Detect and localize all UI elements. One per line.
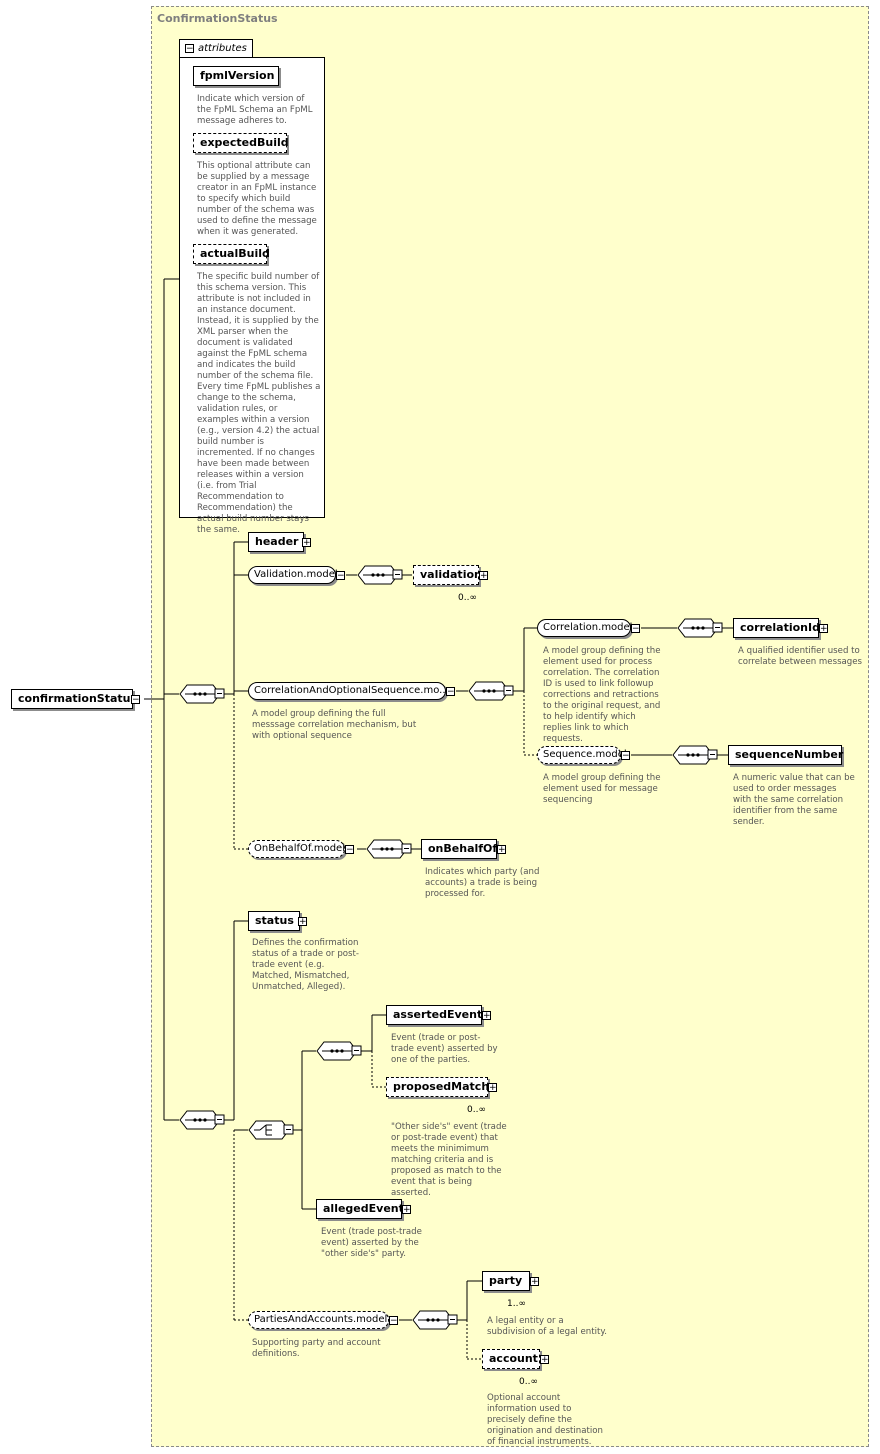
expand-icon[interactable]: + [482, 1011, 491, 1021]
cardinality: 0..∞ [519, 1377, 538, 1387]
sequence-compositor-icon[interactable] [677, 618, 723, 640]
expand-icon[interactable]: + [479, 571, 488, 581]
element-validation[interactable]: validation [413, 565, 482, 585]
expand-icon[interactable]: + [540, 1355, 549, 1365]
attribute-description: This optional attribute can be supplied … [197, 161, 317, 237]
cardinality: 0..∞ [467, 1105, 486, 1115]
sequence-compositor-icon[interactable] [672, 745, 718, 767]
choice-compositor-icon[interactable] [248, 1120, 294, 1142]
sequence-compositor-icon[interactable] [357, 565, 403, 587]
sequence-compositor-icon[interactable] [179, 1110, 225, 1132]
group-label: OnBehalfOf.model [254, 843, 345, 854]
attribute-fpmlversion[interactable]: fpmlVersion [193, 66, 279, 86]
attribute-description: The specific build number of this schema… [197, 272, 321, 535]
frame-title: ConfirmationStatus [157, 12, 278, 25]
group-parties-and-accounts-model[interactable]: PartiesAndAccounts.model [248, 1311, 389, 1329]
group-sequence-model[interactable]: Sequence.model [537, 746, 627, 764]
expand-icon[interactable]: + [530, 1277, 539, 1287]
collapse-icon[interactable]: − [345, 845, 354, 855]
collapse-icon[interactable]: − [621, 751, 630, 761]
element-description: "Other side's" event (trade or post-trad… [391, 1122, 507, 1198]
root-element-confirmationstatus[interactable]: confirmationStatus [11, 689, 137, 709]
attribute-expectedbuild[interactable]: expectedBuild [193, 133, 289, 153]
attribute-name: expectedBuild [200, 136, 289, 149]
sequence-compositor-icon[interactable] [316, 1041, 362, 1063]
collapse-icon[interactable]: − [389, 1316, 398, 1326]
attributes-tab-label: attributes [198, 43, 247, 54]
element-label: correlationId [740, 621, 820, 634]
element-description: Defines the confirmation status of a tra… [252, 938, 359, 992]
attribute-name: actualBuild [200, 247, 270, 260]
group-label: CorrelationAndOptionalSequence.mo... [254, 685, 449, 696]
group-onbehalfof-model[interactable]: OnBehalfOf.model [248, 840, 345, 858]
expand-icon[interactable]: + [497, 845, 506, 855]
group-label: Validation.model [254, 569, 338, 580]
element-label: sequenceNumber [735, 748, 844, 761]
group-label: PartiesAndAccounts.model [254, 1314, 388, 1325]
sequence-compositor-icon[interactable] [412, 1310, 458, 1332]
expand-icon[interactable]: + [302, 538, 311, 548]
group-label: Correlation.model [543, 622, 633, 633]
collapse-icon[interactable]: − [446, 687, 455, 697]
root-element-label: confirmationStatus [18, 692, 138, 705]
element-allegedevent[interactable]: allegedEvent [316, 1199, 404, 1219]
group-validation-model[interactable]: Validation.model [248, 566, 338, 584]
element-account[interactable]: account [482, 1349, 540, 1369]
element-onbehalfof[interactable]: onBehalfOf [421, 839, 497, 859]
element-label: account [489, 1352, 538, 1365]
element-correlationid[interactable]: correlationId [733, 618, 820, 638]
group-description: A model group defining the element used … [543, 773, 661, 805]
cardinality: 0..∞ [458, 593, 477, 603]
element-description: Event (trade or post-trade event) assert… [391, 1033, 498, 1065]
group-description: A model group defining the full messsage… [252, 709, 417, 741]
group-correlation-model[interactable]: Correlation.model [537, 619, 633, 637]
expand-icon[interactable]: + [298, 917, 307, 927]
group-label: Sequence.model [543, 749, 627, 760]
element-sequencenumber[interactable]: sequenceNumber [728, 745, 844, 765]
group-description: Supporting party and account definitions… [252, 1338, 381, 1359]
element-description: A qualified identifier used to correlate… [738, 646, 863, 667]
expand-icon[interactable]: + [488, 1083, 497, 1093]
element-label: status [255, 914, 294, 927]
element-label: validation [420, 568, 482, 581]
element-label: assertedEvent [393, 1008, 483, 1021]
element-party[interactable]: party [482, 1271, 530, 1291]
attribute-description: Indicate which version of the FpML Schem… [197, 94, 313, 126]
element-description: Event (trade post-trade event) asserted … [321, 1227, 422, 1259]
expand-icon[interactable]: + [819, 624, 828, 634]
sequence-compositor-icon[interactable] [366, 839, 412, 861]
expand-icon[interactable]: + [402, 1205, 411, 1215]
sequence-compositor-icon[interactable] [468, 681, 514, 703]
sequence-compositor-icon[interactable] [179, 684, 225, 706]
attributes-tab[interactable]: attributes [179, 39, 253, 58]
element-proposedmatch[interactable]: proposedMatch [386, 1077, 490, 1097]
element-label: header [255, 535, 299, 548]
collapse-icon[interactable]: − [185, 44, 194, 54]
element-status[interactable]: status [248, 911, 300, 931]
cardinality: 1..∞ [507, 1299, 526, 1309]
element-header[interactable]: header [248, 532, 304, 552]
element-description: Optional account information used to pre… [487, 1393, 603, 1447]
element-label: onBehalfOf [428, 842, 498, 855]
collapse-icon[interactable]: − [131, 695, 140, 705]
element-label: proposedMatch [393, 1080, 490, 1093]
attribute-name: fpmlVersion [200, 69, 275, 82]
element-description: A legal entity or a subdivision of a leg… [487, 1316, 607, 1337]
group-correlation-and-optional-sequence[interactable]: CorrelationAndOptionalSequence.mo... [248, 682, 449, 700]
group-description: A model group defining the element used … [543, 646, 661, 744]
element-description: Indicates which party (and accounts) a t… [425, 867, 540, 899]
element-label: party [489, 1274, 523, 1287]
element-assertedevent[interactable]: assertedEvent [386, 1005, 482, 1025]
attribute-actualbuild[interactable]: actualBuild [193, 244, 270, 264]
collapse-icon[interactable]: − [336, 571, 345, 581]
element-description: A numeric value that can be used to orde… [733, 773, 855, 827]
collapse-icon[interactable]: − [631, 624, 640, 634]
element-label: allegedEvent [323, 1202, 404, 1215]
